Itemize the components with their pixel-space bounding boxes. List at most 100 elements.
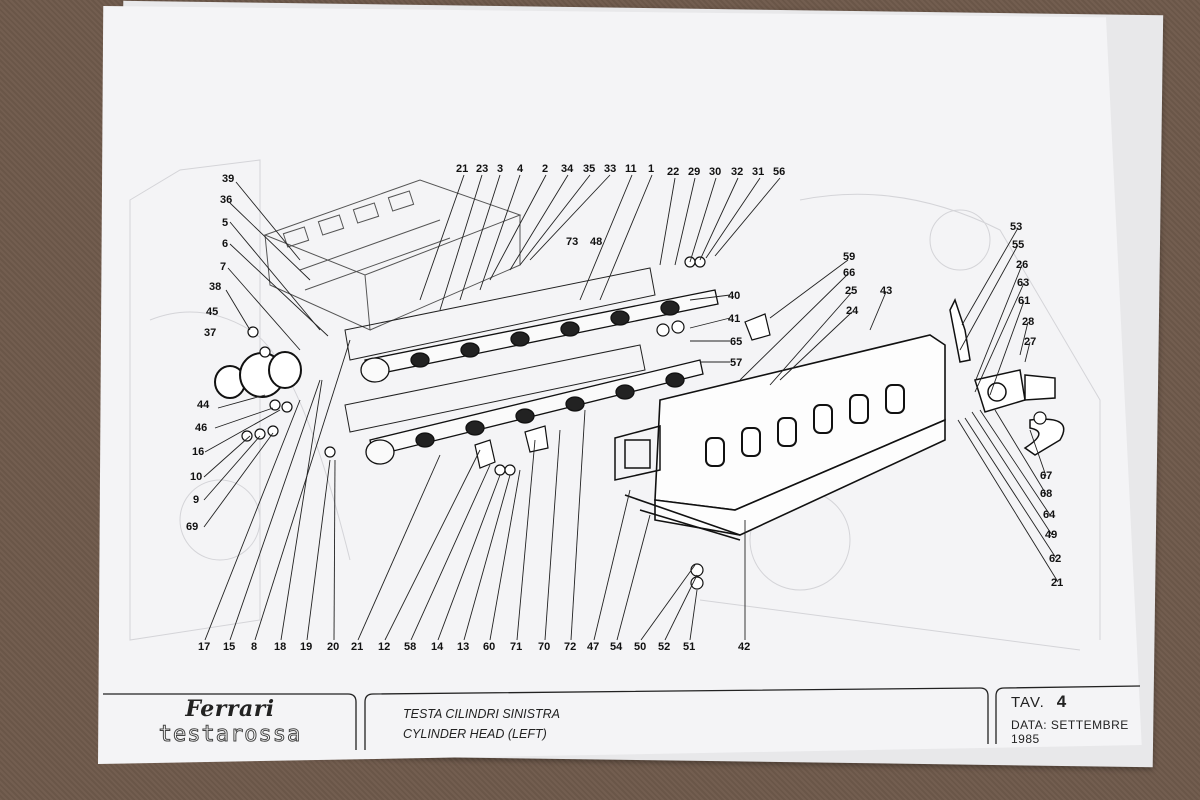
callout-label: 14: [431, 641, 444, 653]
callout-label: 22: [667, 166, 679, 178]
callout-label: 29: [688, 166, 700, 178]
tav-number: 4: [1056, 692, 1068, 711]
small-hardware: [241, 256, 1047, 590]
callout-label: 65: [730, 336, 742, 348]
callout-label: 25: [845, 285, 857, 297]
callout-label: 32: [731, 166, 743, 178]
callout-label: 45: [206, 306, 218, 318]
callout-label: 36: [220, 194, 232, 206]
callout-label: 56: [773, 166, 785, 178]
callout-label: 73: [566, 236, 578, 248]
callout-label: 68: [1040, 488, 1052, 500]
callout-label: 10: [190, 471, 202, 483]
callout-label: 15: [223, 641, 235, 653]
callout-label: 33: [604, 163, 616, 175]
callout-label: 1: [648, 163, 654, 175]
callout-label: 59: [843, 251, 855, 263]
drawing-titles: TESTA CILINDRI SINISTRA CYLINDER HEAD (L…: [403, 704, 560, 744]
leader-lines: [203, 174, 1059, 641]
ferrari-testarossa-logo: Ferrari testarossa: [103, 690, 357, 750]
callout-label: 71: [510, 641, 522, 653]
callout-label: 11: [625, 163, 637, 175]
callout-label: 69: [186, 521, 198, 533]
date-field: DATA: SETTEMBRE 1985: [1011, 718, 1143, 746]
callout-label: 18: [274, 641, 286, 653]
callout-label: 60: [483, 641, 495, 653]
callout-label: 2: [542, 163, 548, 175]
ghost-cylinder-head: [263, 179, 522, 331]
brand-logotype: Ferrari: [185, 696, 275, 722]
callout-label: 38: [209, 281, 221, 293]
callout-label: 52: [658, 641, 670, 653]
valve-train: [344, 267, 656, 433]
callout-label: 54: [610, 641, 623, 653]
callout-label: 72: [564, 641, 576, 653]
callout-label: 67: [1040, 470, 1052, 482]
callout-label: 21: [1051, 577, 1063, 589]
callout-label: 57: [730, 357, 742, 369]
callout-label: 37: [204, 327, 216, 339]
callout-label: 24: [846, 305, 859, 317]
callout-label: 40: [728, 290, 740, 302]
callout-label: 31: [752, 166, 764, 178]
model-logotype: testarossa: [158, 722, 302, 748]
table-number: TAV. 4: [1011, 692, 1067, 712]
callout-label: 50: [634, 641, 646, 653]
callout-label: 63: [1017, 277, 1029, 289]
intake-ports: [705, 384, 905, 467]
callout-label: 48: [590, 236, 602, 248]
callout-label: 35: [583, 163, 595, 175]
callout-label: 5: [222, 217, 228, 229]
callout-label: 26: [1016, 259, 1028, 271]
callout-label: 53: [1010, 221, 1022, 233]
callout-label: 46: [195, 422, 207, 434]
callout-label: 9: [193, 494, 199, 506]
callout-label: 21: [351, 641, 363, 653]
callout-label: 20: [327, 641, 339, 653]
seal-rings: [214, 351, 302, 399]
tav-label: TAV.: [1011, 694, 1045, 711]
cylinder-head-casting: [624, 334, 946, 541]
callout-label: 3: [497, 163, 503, 175]
title-block: Ferrari testarossa TESTA CILINDRI SINIST…: [103, 686, 1143, 750]
callout-label: 8: [251, 641, 257, 653]
title-block-frame: [103, 685, 1141, 750]
callout-label: 23: [476, 163, 488, 175]
callout-label: 64: [1043, 509, 1056, 521]
callout-label: 28: [1022, 316, 1034, 328]
camshafts: [360, 289, 719, 465]
callout-label: 61: [1018, 295, 1030, 307]
callout-labels: 39 36 5 6 7 38 45 37 44 46 16 10 9 69 21…: [186, 163, 1063, 653]
callout-label: 39: [222, 173, 234, 185]
callout-label: 47: [587, 641, 599, 653]
gasket: [614, 425, 661, 481]
callout-label: 4: [517, 163, 524, 175]
water-pump-assembly: [949, 298, 1065, 456]
callout-label: 43: [880, 285, 892, 297]
callout-label: 66: [843, 267, 855, 279]
date-value: SETTEMBRE 1985: [1011, 718, 1129, 746]
callout-label: 62: [1049, 553, 1061, 565]
date-label: DATA:: [1011, 718, 1048, 732]
callout-label: 58: [404, 641, 416, 653]
callout-label: 49: [1045, 529, 1057, 541]
callout-label: 21: [456, 163, 468, 175]
callout-label: 27: [1024, 336, 1036, 348]
callout-label: 17: [198, 641, 210, 653]
callout-label: 7: [220, 261, 226, 273]
callout-label: 51: [683, 641, 695, 653]
callout-label: 34: [561, 163, 574, 175]
callout-label: 55: [1012, 239, 1024, 251]
callout-label: 44: [197, 399, 210, 411]
title-italian: TESTA CILINDRI SINISTRA: [403, 707, 560, 721]
callout-label: 16: [192, 446, 204, 458]
callout-label: 30: [709, 166, 721, 178]
callout-label: 19: [300, 641, 312, 653]
callout-label: 6: [222, 238, 228, 250]
callout-label: 42: [738, 641, 750, 653]
callout-label: 41: [728, 313, 740, 325]
callout-label: 12: [378, 641, 390, 653]
callout-label: 13: [457, 641, 469, 653]
callout-label: 70: [538, 641, 550, 653]
